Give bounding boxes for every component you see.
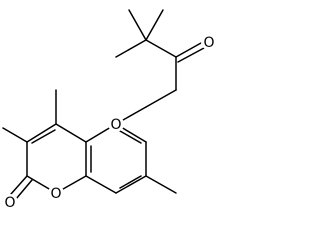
bond	[31, 129, 56, 144]
bond	[15, 179, 33, 200]
bond	[175, 42, 202, 58]
ketone-oxygen-label: O	[203, 35, 214, 51]
bond	[26, 123, 57, 143]
bond	[128, 9, 147, 41]
bond	[115, 175, 147, 194]
carbonyl-oxygen-label: O	[4, 195, 15, 211]
bond	[115, 39, 147, 58]
bond	[119, 175, 142, 189]
bond	[10, 175, 28, 195]
bond	[119, 130, 142, 144]
bond	[177, 47, 205, 63]
bond	[145, 89, 177, 108]
molecule-diagram: O O O O	[2, 9, 215, 211]
ring-oxygen-label: O	[50, 186, 61, 202]
bond	[2, 127, 28, 143]
bond	[85, 175, 117, 194]
bond	[145, 175, 177, 194]
ether-oxygen-label: O	[110, 117, 121, 133]
bond	[145, 9, 164, 41]
structure-svg: O O O O	[2, 9, 215, 211]
bond	[55, 123, 87, 143]
bond	[145, 39, 177, 58]
